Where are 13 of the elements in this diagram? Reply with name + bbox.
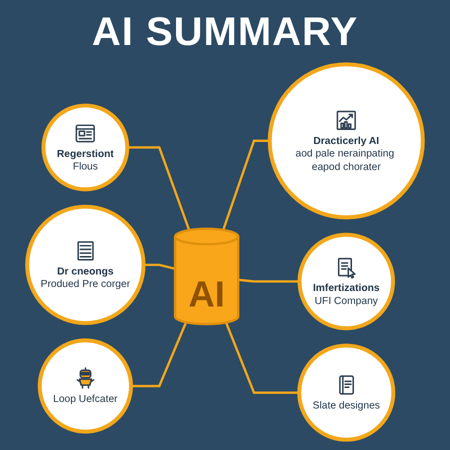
connector — [222, 140, 270, 230]
connector — [238, 278, 300, 283]
node-circle: Dr cneongs Produed Pre corger — [25, 204, 146, 326]
connector — [224, 322, 300, 394]
node-circle: Dracticerly AI aod pale nerainpating eapod chorater — [268, 62, 425, 220]
connector — [130, 322, 188, 388]
node-circle: Regerstiont Flous — [41, 104, 130, 192]
title: AI SUMMARY — [92, 9, 358, 56]
node-circle: Slate designes — [297, 344, 396, 442]
connector — [144, 264, 176, 270]
node-circle: Loop Uefcater — [38, 338, 133, 434]
node-circle: Imfertizations UFI Company — [298, 232, 395, 330]
connector — [127, 146, 190, 231]
